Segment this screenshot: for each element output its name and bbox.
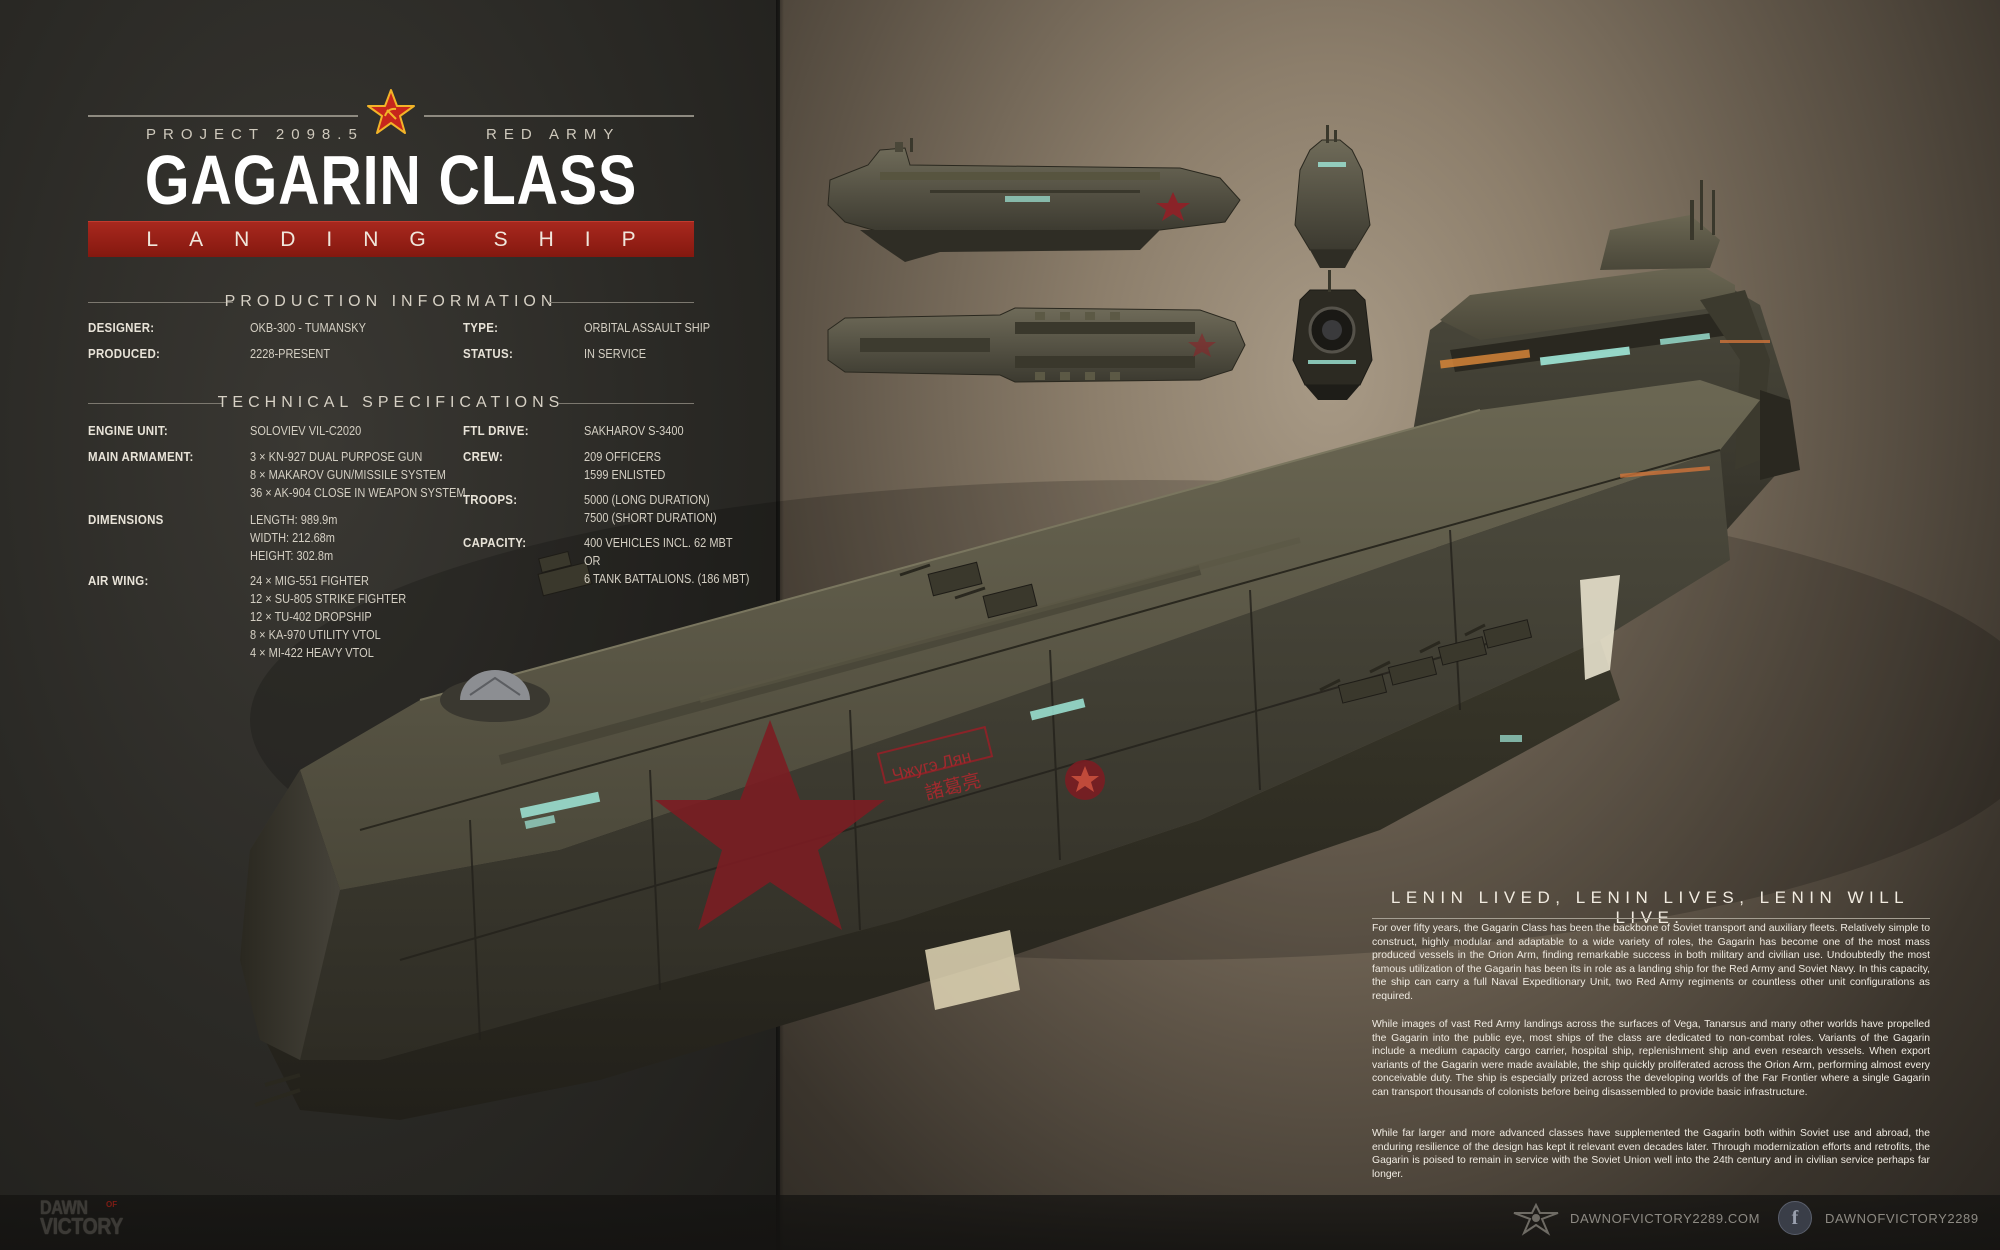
logo-of-text: OF (106, 1200, 118, 1209)
designer-value: OKB-300 - TUMANSKY (250, 321, 366, 335)
facebook-handle-link[interactable]: DAWNOFVICTORY2289 (1825, 1211, 1979, 1226)
troops-item: 7500 (SHORT DURATION) (584, 511, 717, 525)
crew-item: 1599 ENLISTED (584, 468, 666, 482)
footer-bar (0, 1195, 2000, 1250)
capacity-item: OR (584, 554, 601, 568)
type-value: ORBITAL ASSAULT SHIP (584, 321, 711, 335)
armament-values: 3 × KN-927 DUAL PURPOSE GUN 8 × MAKAROV … (250, 448, 466, 502)
capacity-label: CAPACITY: (463, 536, 527, 550)
description-paragraph-2: While images of vast Red Army landings a… (1372, 1019, 1930, 1098)
airwing-item: 24 × MIG-551 FIGHTER (250, 574, 369, 588)
produced-label: PRODUCED: (88, 347, 161, 361)
armament-item: 8 × MAKAROV GUN/MISSILE SYSTEM (250, 468, 446, 482)
motto-rule (1372, 918, 1930, 919)
description-paragraph-1: For over fifty years, the Gagarin Class … (1372, 923, 1930, 1002)
dimensions-label: DIMENSIONS (88, 513, 164, 527)
engine-value: SOLOVIEV VIL-C2020 (250, 424, 362, 438)
subtitle: LANDING SHIP (146, 228, 667, 251)
dimension-item: LENGTH: 989.9m (250, 513, 338, 527)
status-value: IN SERVICE (584, 347, 647, 361)
capacity-item: 400 VEHICLES INCL. 62 MBT (584, 536, 733, 550)
airwing-item: 8 × KA-970 UTILITY VTOL (250, 628, 381, 642)
airwing-item: 12 × SU-805 STRIKE FIGHTER (250, 592, 407, 606)
motto: LENIN LIVED, LENIN LIVES, LENIN WILL LIV… (1390, 888, 1910, 927)
dimension-item: WIDTH: 212.68m (250, 531, 335, 545)
army-label: RED ARMY (486, 126, 621, 143)
status-label: STATUS: (463, 347, 514, 361)
type-label: TYPE: (463, 321, 499, 335)
facebook-icon[interactable]: f (1778, 1201, 1812, 1235)
dimension-item: HEIGHT: 302.8m (250, 549, 334, 563)
airwing-values: 24 × MIG-551 FIGHTER 12 × SU-805 STRIKE … (250, 572, 406, 662)
heading-rule-left (88, 403, 223, 404)
facebook-glyph: f (1791, 1207, 1799, 1229)
logo-victory-text: VICTORY (40, 1213, 123, 1239)
troops-values: 5000 (LONG DURATION) 7500 (SHORT DURATIO… (584, 491, 717, 527)
soviet-star-icon (367, 89, 415, 134)
technical-section-heading: TECHNICAL SPECIFICATIONS (88, 393, 694, 413)
heading-rule-right (549, 302, 694, 303)
production-section-heading: PRODUCTION INFORMATION (88, 292, 694, 312)
airwing-item: 12 × TU-402 DROPSHIP (250, 610, 372, 624)
logo-dawn-text: DAWN (40, 1198, 88, 1219)
armament-label: MAIN ARMAMENT: (88, 450, 194, 464)
header-rule-left (88, 115, 358, 117)
armament-item: 36 × AK-904 CLOSE IN WEAPON SYSTEM (250, 486, 466, 500)
dimensions-values: LENGTH: 989.9m WIDTH: 212.68m HEIGHT: 30… (250, 511, 337, 565)
engine-label: ENGINE UNIT: (88, 424, 168, 438)
crew-label: CREW: (463, 450, 504, 464)
dawn-of-victory-logo[interactable]: DAWN OF VICTORY (40, 1198, 150, 1239)
ftl-label: FTL DRIVE: (463, 424, 529, 438)
technical-heading: TECHNICAL SPECIFICATIONS (217, 394, 565, 411)
panel-divider (776, 0, 784, 1250)
subtitle-banner: LANDING SHIP (88, 221, 694, 257)
project-label: PROJECT 2098.5 (146, 126, 364, 143)
crew-values: 209 OFFICERS 1599 ENLISTED (584, 448, 665, 484)
winged-star-emblem-icon (1513, 1202, 1559, 1236)
description-paragraph-3: While far larger and more advanced class… (1372, 1128, 1930, 1180)
airwing-label: AIR WING: (88, 574, 149, 588)
armament-item: 3 × KN-927 DUAL PURPOSE GUN (250, 450, 423, 464)
capacity-item: 6 TANK BATTALIONS. (186 MBT) (584, 572, 750, 586)
page-title: GAGARIN CLASS (144, 141, 638, 219)
produced-value: 2228-PRESENT (250, 347, 331, 361)
airwing-item: 4 × MI-422 HEAVY VTOL (250, 646, 374, 660)
crew-item: 209 OFFICERS (584, 450, 662, 464)
production-heading: PRODUCTION INFORMATION (224, 293, 558, 310)
troops-item: 5000 (LONG DURATION) (584, 493, 710, 507)
designer-label: DESIGNER: (88, 321, 155, 335)
capacity-values: 400 VEHICLES INCL. 62 MBT OR 6 TANK BATT… (584, 534, 749, 588)
ftl-value: SAKHAROV S-3400 (584, 424, 684, 438)
header-rule-right (424, 115, 694, 117)
troops-label: TROOPS: (463, 493, 518, 507)
website-link[interactable]: DAWNOFVICTORY2289.COM (1570, 1211, 1761, 1226)
heading-rule-left (88, 302, 233, 303)
heading-rule-right (559, 403, 694, 404)
